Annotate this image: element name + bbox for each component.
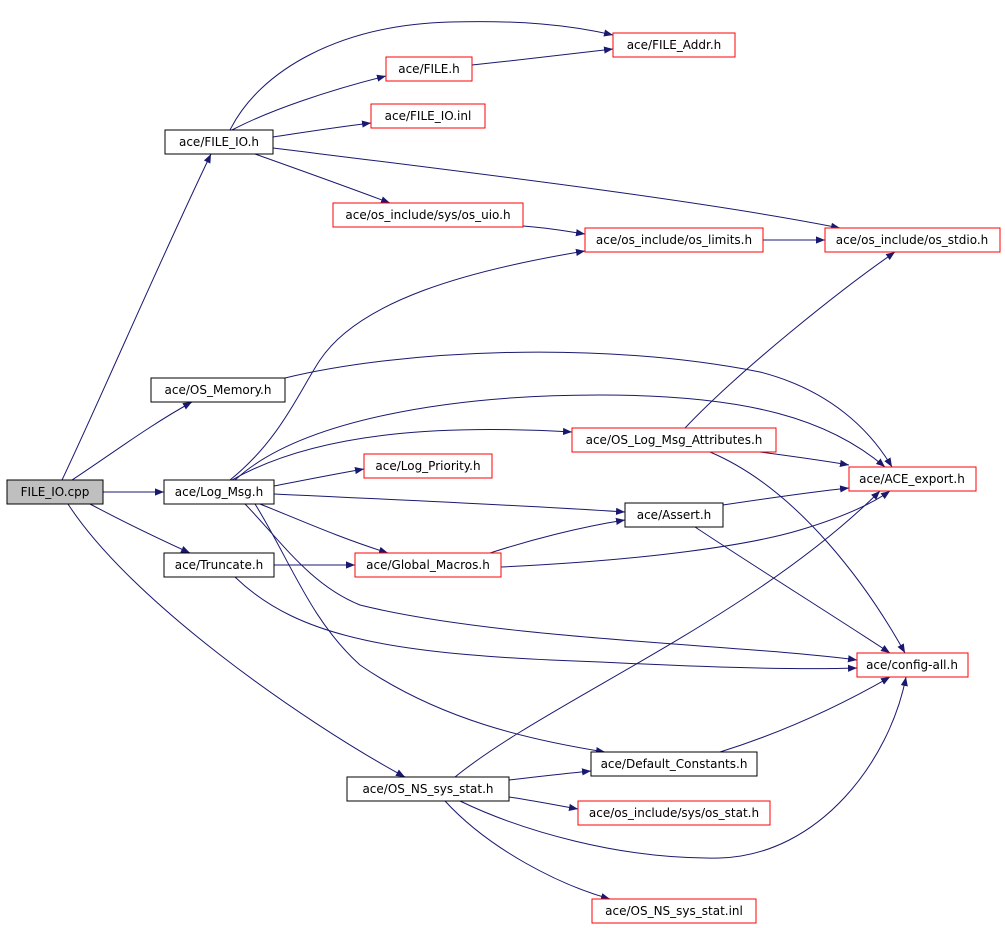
edge-file-io-cpp-to-file-io-h <box>61 153 212 481</box>
node-file-io-inl[interactable]: ace/FILE_IO.inl <box>370 103 486 129</box>
edge-file-io-cpp-to-os-memory-h <box>71 401 193 481</box>
node-label: ace/OS_NS_sys_stat.inl <box>605 904 743 918</box>
node-label: ace/FILE_IO.inl <box>385 109 472 123</box>
node-label: ace/os_include/os_limits.h <box>596 233 752 247</box>
node-label: ace/OS_Log_Msg_Attributes.h <box>586 433 763 447</box>
edge-file-io-cpp-to-os-ns-sys-stat-h <box>67 503 406 778</box>
edge-default-constants-h-to-config-all-h <box>719 676 891 753</box>
edge-os-ns-sys-stat-h-to-default-constants-h <box>508 768 592 781</box>
node-os-log-msg-attributes-h[interactable]: ace/OS_Log_Msg_Attributes.h <box>571 427 777 453</box>
node-label: ace/FILE_Addr.h <box>627 38 722 52</box>
node-label: ace/Global_Macros.h <box>366 558 490 572</box>
node-label: ace/FILE.h <box>398 62 460 76</box>
edge-truncate-h-to-config-all-h <box>234 576 858 672</box>
edge-os-ns-sys-stat-h-to-config-all-h <box>459 676 908 859</box>
node-os-ns-sys-stat-inl[interactable]: ace/OS_NS_sys_stat.inl <box>591 898 757 924</box>
node-label: ace/os_include/sys/os_stat.h <box>589 806 759 820</box>
node-label: ace/Log_Priority.h <box>375 459 480 473</box>
node-label: ace/OS_Memory.h <box>165 383 272 397</box>
node-file-io-h[interactable]: ace/FILE_IO.h <box>164 129 274 155</box>
edge-os-ns-sys-stat-h-to-ace-export-h <box>454 490 881 778</box>
node-label: ace/Truncate.h <box>175 558 264 572</box>
node-label: ace/os_include/os_stdio.h <box>836 233 989 247</box>
node-label: ace/ACE_export.h <box>859 472 965 486</box>
edge-log-msg-h-to-log-priority-h <box>273 466 365 487</box>
edge-assert-h-to-config-all-h <box>694 526 891 654</box>
node-truncate-h[interactable]: ace/Truncate.h <box>163 552 275 578</box>
node-log-priority-h[interactable]: ace/Log_Priority.h <box>363 453 493 479</box>
edge-os-log-msg-attributes-h-to-ace-export-h <box>759 451 850 468</box>
node-os-uio-h[interactable]: ace/os_include/sys/os_uio.h <box>332 202 524 228</box>
edge-os-ns-sys-stat-h-to-os-stat-h <box>508 796 579 811</box>
edge-log-msg-h-to-default-constants-h <box>254 503 606 755</box>
edge-global-macros-h-to-assert-h <box>489 517 626 554</box>
node-label: ace/os_include/sys/os_uio.h <box>345 208 510 222</box>
edge-os-memory-h-to-ace-export-h <box>284 351 893 468</box>
edge-log-msg-h-to-assert-h <box>273 493 626 515</box>
node-os-ns-sys-stat-h[interactable]: ace/OS_NS_sys_stat.h <box>346 776 510 802</box>
edge-file-io-h-to-os-stdio-h <box>272 147 841 230</box>
edge-os-ns-sys-stat-h-to-os-ns-sys-stat-inl <box>444 800 611 901</box>
edge-file-io-h-to-os-uio-h <box>254 153 391 204</box>
node-global-macros-h[interactable]: ace/Global_Macros.h <box>354 552 502 578</box>
edge-file-h-to-file-addr-h <box>471 46 614 66</box>
node-config-all-h[interactable]: ace/config-all.h <box>856 652 969 678</box>
node-label: FILE_IO.cpp <box>21 485 90 499</box>
edge-os-log-msg-attributes-h-to-os-stdio-h <box>684 251 896 429</box>
edge-global-macros-h-to-ace-export-h <box>500 490 891 568</box>
edge-file-io-h-to-file-io-inl <box>272 120 372 138</box>
edge-log-msg-h-to-global-macros-h <box>259 503 389 554</box>
edge-log-msg-h-to-ace-export-h <box>234 394 886 481</box>
node-default-constants-h[interactable]: ace/Default_Constants.h <box>590 751 758 777</box>
node-file-io-cpp[interactable]: FILE_IO.cpp <box>6 479 104 505</box>
edge-log-msg-h-to-os-log-msg-attributes-h <box>231 427 573 481</box>
edge-file-io-h-to-file-h <box>231 74 387 131</box>
edge-file-io-cpp-to-truncate-h <box>89 503 191 554</box>
edge-os-log-msg-attributes-h-to-config-all-h <box>709 451 906 654</box>
edge-log-msg-h-to-config-all-h <box>244 503 858 663</box>
node-label: ace/OS_NS_sys_stat.h <box>362 782 493 796</box>
node-label: ace/Assert.h <box>637 508 712 522</box>
node-ace-export-h[interactable]: ace/ACE_export.h <box>848 466 977 492</box>
node-log-msg-h[interactable]: ace/Log_Msg.h <box>163 479 275 505</box>
node-os-stdio-h[interactable]: ace/os_include/os_stdio.h <box>824 227 1001 253</box>
node-os-stat-h[interactable]: ace/os_include/sys/os_stat.h <box>577 800 771 826</box>
node-assert-h[interactable]: ace/Assert.h <box>624 502 724 528</box>
node-os-memory-h[interactable]: ace/OS_Memory.h <box>150 377 286 403</box>
edge-file-io-h-to-file-addr-h <box>229 21 614 131</box>
edges <box>61 21 908 901</box>
node-os-limits-h[interactable]: ace/os_include/os_limits.h <box>584 227 764 253</box>
edge-assert-h-to-ace-export-h <box>722 485 850 506</box>
edge-log-msg-h-to-os-limits-h <box>229 248 586 481</box>
node-label: ace/FILE_IO.h <box>179 135 259 149</box>
edge-os-uio-h-to-os-limits-h <box>522 225 586 237</box>
node-label: ace/Default_Constants.h <box>601 757 748 771</box>
node-label: ace/Log_Msg.h <box>175 485 263 499</box>
node-file-h[interactable]: ace/FILE.h <box>385 56 473 82</box>
node-file-addr-h[interactable]: ace/FILE_Addr.h <box>612 32 736 58</box>
node-label: ace/config-all.h <box>866 658 958 672</box>
